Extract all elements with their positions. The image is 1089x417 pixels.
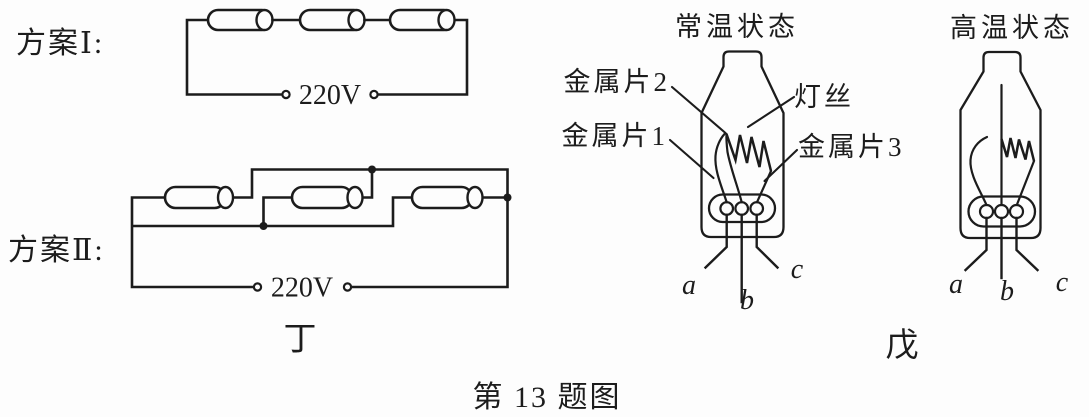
supply-terminal-icon [252, 282, 263, 292]
metal-strip-1 [714, 132, 728, 204]
terminal-c-label: c [791, 254, 804, 285]
lamp-tube-icon [163, 185, 235, 210]
metal-strip-1-bent [969, 135, 989, 207]
contact-b [993, 203, 1010, 220]
metal-strip-1-label: 金属片1 [562, 121, 669, 151]
contact-b [734, 201, 750, 216]
lamp-tube-icon [298, 8, 366, 32]
contact-a [978, 203, 995, 220]
lead-a [963, 216, 988, 272]
scheme2-circuit: 方案Ⅱ: 220V [8, 165, 512, 304]
lamp-tube-icon [388, 8, 456, 32]
metal-strip-3-label: 金属片3 [798, 132, 905, 162]
bulb-envelope [959, 50, 1042, 240]
supply-terminal-icon [369, 89, 379, 100]
contact-a [719, 201, 735, 216]
terminal-b-label: b [1000, 276, 1014, 307]
junction-dot [503, 193, 512, 202]
lead-c [1015, 216, 1040, 272]
scheme1-circuit: 方案Ⅰ: 220V [16, 8, 469, 111]
bulb-normal-title: 常温状态 [675, 12, 799, 42]
metal-strip-2 [725, 132, 743, 204]
filament [1000, 137, 1036, 162]
scheme2-label: 方案Ⅱ: [8, 234, 105, 267]
scheme1-voltage: 220V [299, 80, 361, 111]
bulb-envelope [700, 50, 785, 239]
contact-c [1008, 203, 1025, 220]
lamp-tube-icon [290, 185, 364, 210]
scheme2-wires [130, 168, 509, 289]
bulb-annotations: 金属片2 金属片1 灯丝 金属片3 [562, 67, 905, 183]
metal-strip-2-label: 金属片2 [564, 67, 671, 97]
lamp-tube-icon [410, 185, 484, 210]
scheme1-label: 方案Ⅰ: [16, 27, 104, 60]
scheme2-voltage: 220V [271, 273, 333, 304]
supply-terminal-icon [281, 89, 291, 100]
lead-a [703, 213, 728, 270]
terminal-c-label: c [1056, 267, 1069, 298]
bulb-hot-title: 高温状态 [950, 13, 1074, 43]
filament-label: 灯丝 [794, 82, 854, 112]
figure-caption: 第 13 题图 [473, 381, 622, 414]
terminal-a-label: a [682, 270, 696, 301]
leader-line [763, 148, 799, 183]
filament [725, 133, 773, 172]
scheme1-wires [185, 18, 469, 96]
leader-line [746, 95, 796, 129]
leader-line [668, 138, 715, 180]
junction-dot [368, 165, 376, 174]
lead-c [755, 213, 780, 270]
metal-strip-3 [1015, 159, 1036, 207]
lamp-tube-icon [206, 8, 274, 32]
circuit-panel-caption: 丁 [284, 322, 317, 358]
leader-line [670, 85, 727, 135]
supply-terminal-icon [342, 282, 353, 292]
bulb-normal-state: 常温状态 a b c [675, 12, 804, 316]
bulb-panel-caption: 戊 [886, 328, 919, 364]
bulb-hot-state: 高温状态 a b c [949, 13, 1074, 307]
terminal-b-label: b [740, 285, 754, 316]
contact-c [749, 201, 765, 216]
terminal-a-label: a [949, 269, 963, 300]
junction-dot [259, 222, 268, 230]
